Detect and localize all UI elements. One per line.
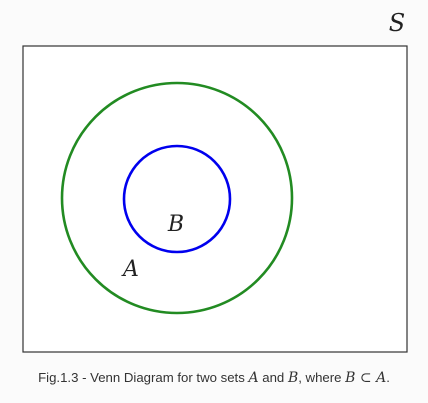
universal-set-rectangle (22, 45, 408, 353)
set-b-label: B (167, 212, 184, 237)
caption-relation-right: A (376, 370, 387, 386)
caption-relation-left: B (345, 370, 356, 386)
set-a-circle (60, 81, 294, 315)
caption-prefix: Fig.1.3 - Venn Diagram for two sets (38, 370, 249, 385)
set-a-label: A (121, 257, 139, 282)
caption-and: and (258, 370, 288, 385)
figure-caption: Fig.1.3 - Venn Diagram for two sets A an… (0, 370, 428, 386)
set-b-circle (122, 144, 232, 254)
venn-diagram: S A B (22, 9, 408, 353)
universal-set-label: S (389, 9, 405, 37)
caption-set-a: A (248, 370, 259, 386)
caption-set-b: B (287, 370, 299, 386)
caption-end: . (386, 370, 390, 385)
caption-subset-symbol: ⊂ (355, 370, 377, 386)
caption-where: , where (298, 370, 346, 385)
